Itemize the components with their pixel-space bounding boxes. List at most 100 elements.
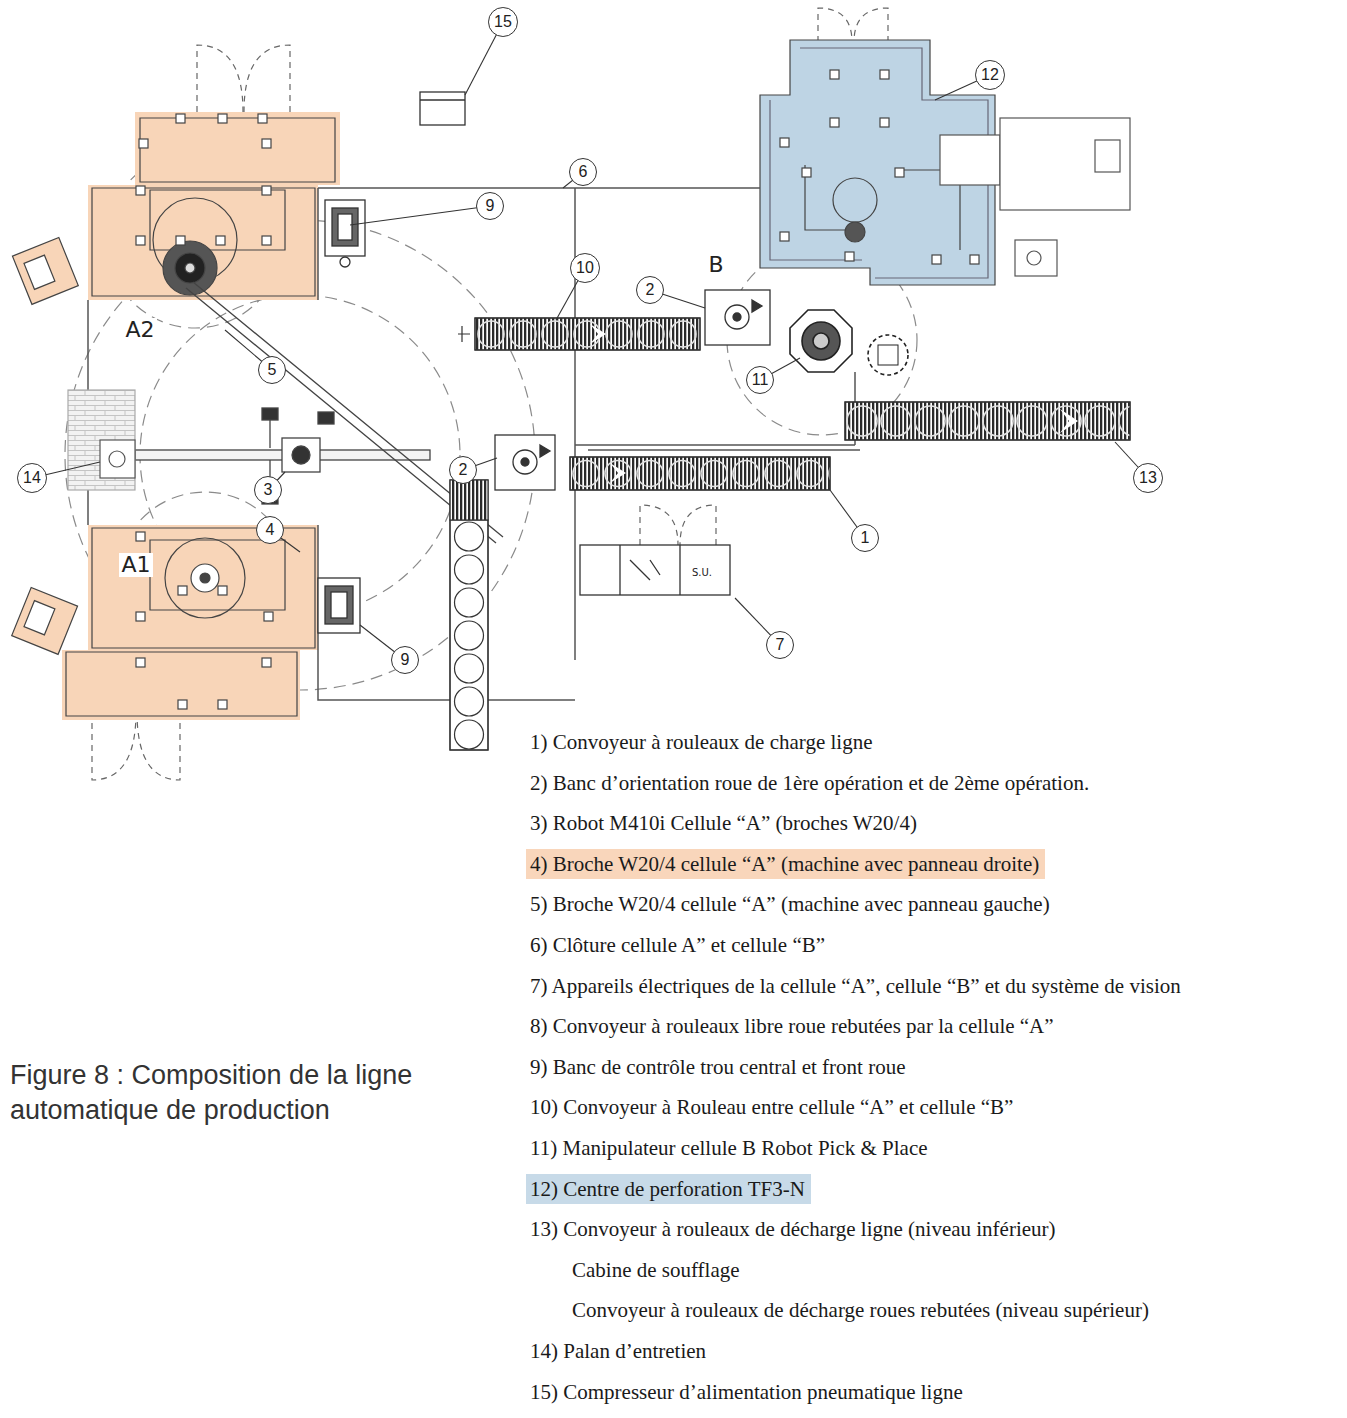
list-item: 11) Manipulateur cellule B Robot Pick & … bbox=[530, 1136, 928, 1160]
list-item: Cabine de soufflage bbox=[572, 1258, 740, 1282]
drilling-centre bbox=[802, 168, 811, 177]
cell-name: A2 bbox=[123, 318, 156, 342]
list-item: 5) Broche W20/4 cellule “A” (machine ave… bbox=[530, 892, 1050, 916]
inspection-bench bbox=[318, 200, 365, 633]
auxiliary-unit bbox=[1095, 140, 1120, 172]
spindle-machine-a2 bbox=[258, 114, 267, 123]
roller-conveyor bbox=[450, 318, 1130, 750]
list-item: 1) Convoyeur à rouleaux de charge ligne bbox=[530, 730, 873, 754]
callout-circle: 13 bbox=[1133, 463, 1163, 493]
drilling-centre bbox=[970, 255, 979, 264]
maintenance-hoist bbox=[100, 440, 135, 478]
electrical-cabinet bbox=[580, 545, 730, 595]
drilling-centre bbox=[833, 178, 877, 222]
inspection-bench bbox=[331, 592, 347, 618]
callout-number: 11 bbox=[752, 372, 769, 388]
roller-conveyor bbox=[458, 326, 470, 342]
door-swing bbox=[197, 45, 243, 112]
door-swing bbox=[818, 8, 852, 42]
auxiliary-unit bbox=[940, 135, 1000, 185]
auxiliary-unit bbox=[940, 118, 1130, 276]
orientation-bench bbox=[495, 290, 770, 490]
callout-circle: 2 bbox=[636, 276, 664, 304]
roller-conveyor bbox=[450, 520, 488, 750]
orientation-bench bbox=[521, 458, 529, 466]
inspection-bench bbox=[338, 214, 352, 240]
robot-m410i bbox=[292, 446, 310, 464]
panel-text: S.U. bbox=[692, 567, 712, 578]
pick-place-robot bbox=[868, 335, 908, 375]
orientation-bench bbox=[540, 445, 550, 457]
spindle-machine-a2 bbox=[262, 139, 271, 148]
spindle-machine-a1 bbox=[165, 538, 245, 618]
pick-place-robot bbox=[790, 310, 908, 375]
spindle-machine-a2 bbox=[136, 236, 145, 245]
callout-number: 2 bbox=[459, 462, 468, 478]
callout-number: 9 bbox=[401, 652, 410, 668]
roller-conveyor bbox=[570, 457, 830, 490]
spindle-machine-a1 bbox=[136, 532, 145, 541]
legend-text: 4) Broche W20/4 cellule “A” (machine ave… bbox=[530, 852, 1039, 876]
list-item: Convoyeur à rouleaux de décharge roues r… bbox=[572, 1298, 1149, 1322]
electrical-cabinet bbox=[630, 560, 660, 580]
roller-conveyor bbox=[450, 480, 488, 750]
drilling-centre bbox=[845, 252, 854, 261]
spindle-machine-a2 bbox=[262, 236, 271, 245]
spindle-machine-a2 bbox=[88, 112, 340, 300]
figure-caption: Figure 8 : Composition de la ligne autom… bbox=[10, 1058, 480, 1128]
maintenance-hoist bbox=[68, 390, 135, 490]
leader-line bbox=[350, 206, 490, 225]
list-item: 3) Robot M410i Cellule “A” (broches W20/… bbox=[530, 811, 917, 835]
list-item: 2) Banc d’orientation roue de 1ère opéra… bbox=[530, 771, 1089, 795]
spindle-machine-a2 bbox=[12, 237, 78, 304]
pick-place-robot bbox=[790, 310, 852, 372]
compressor bbox=[420, 99, 465, 100]
pick-place-robot bbox=[802, 322, 840, 360]
callout-circle: 5 bbox=[258, 356, 286, 384]
spindle-machine-a1 bbox=[12, 587, 78, 654]
callout-circle: 6 bbox=[569, 158, 597, 186]
spindle-machine-a1 bbox=[218, 586, 227, 595]
orientation-bench bbox=[705, 290, 770, 345]
inspection-bench bbox=[325, 200, 365, 256]
spindle-machine-a1 bbox=[12, 525, 318, 720]
robot-m410i bbox=[262, 408, 278, 420]
orientation-bench bbox=[495, 435, 555, 490]
spindle-machine-a1 bbox=[264, 612, 273, 621]
roller-conveyor bbox=[570, 457, 830, 490]
drilling-centre bbox=[830, 118, 839, 127]
compressor bbox=[420, 92, 465, 125]
callout-circle: 15 bbox=[488, 7, 518, 37]
callout-circle: 2 bbox=[449, 456, 477, 484]
callout-number: 1 bbox=[861, 530, 870, 546]
callout-number: 10 bbox=[576, 260, 594, 276]
roller-conveyor bbox=[845, 402, 1130, 440]
maintenance-hoist bbox=[68, 390, 135, 490]
orientation-bench bbox=[725, 305, 749, 329]
callout-number: 7 bbox=[776, 637, 785, 653]
pick-place-robot bbox=[813, 333, 829, 349]
drilling-centre bbox=[880, 118, 889, 127]
roller-conveyor bbox=[1060, 409, 1078, 433]
callout-number: 3 bbox=[264, 482, 273, 498]
inspection-bench bbox=[340, 257, 350, 267]
drilling-centre bbox=[780, 138, 789, 147]
leader-line bbox=[32, 22, 1148, 660]
callout-number: 6 bbox=[579, 164, 588, 180]
orientation-bench bbox=[513, 450, 537, 474]
legend-text: 12) Centre de perforation TF3-N bbox=[530, 1177, 805, 1201]
robot-m410i bbox=[282, 438, 320, 472]
callout-circle: 14 bbox=[17, 463, 47, 493]
drilling-centre bbox=[830, 70, 839, 79]
roller-conveyor bbox=[610, 463, 626, 483]
spindle-machine-a2 bbox=[262, 186, 271, 195]
roller-conveyor bbox=[450, 480, 488, 520]
list-item: 6) Clôture cellule A” et cellule “B” bbox=[530, 933, 825, 957]
inspection-bench bbox=[332, 208, 358, 246]
drilling-centre bbox=[895, 168, 904, 177]
door-swing bbox=[92, 712, 136, 780]
spindle-machine-a2 bbox=[12, 237, 78, 304]
callout-number: 12 bbox=[981, 67, 999, 83]
spindle-machine-a2 bbox=[136, 186, 145, 195]
list-item: 8) Convoyeur à rouleaux libre roue rebut… bbox=[530, 1014, 1054, 1038]
